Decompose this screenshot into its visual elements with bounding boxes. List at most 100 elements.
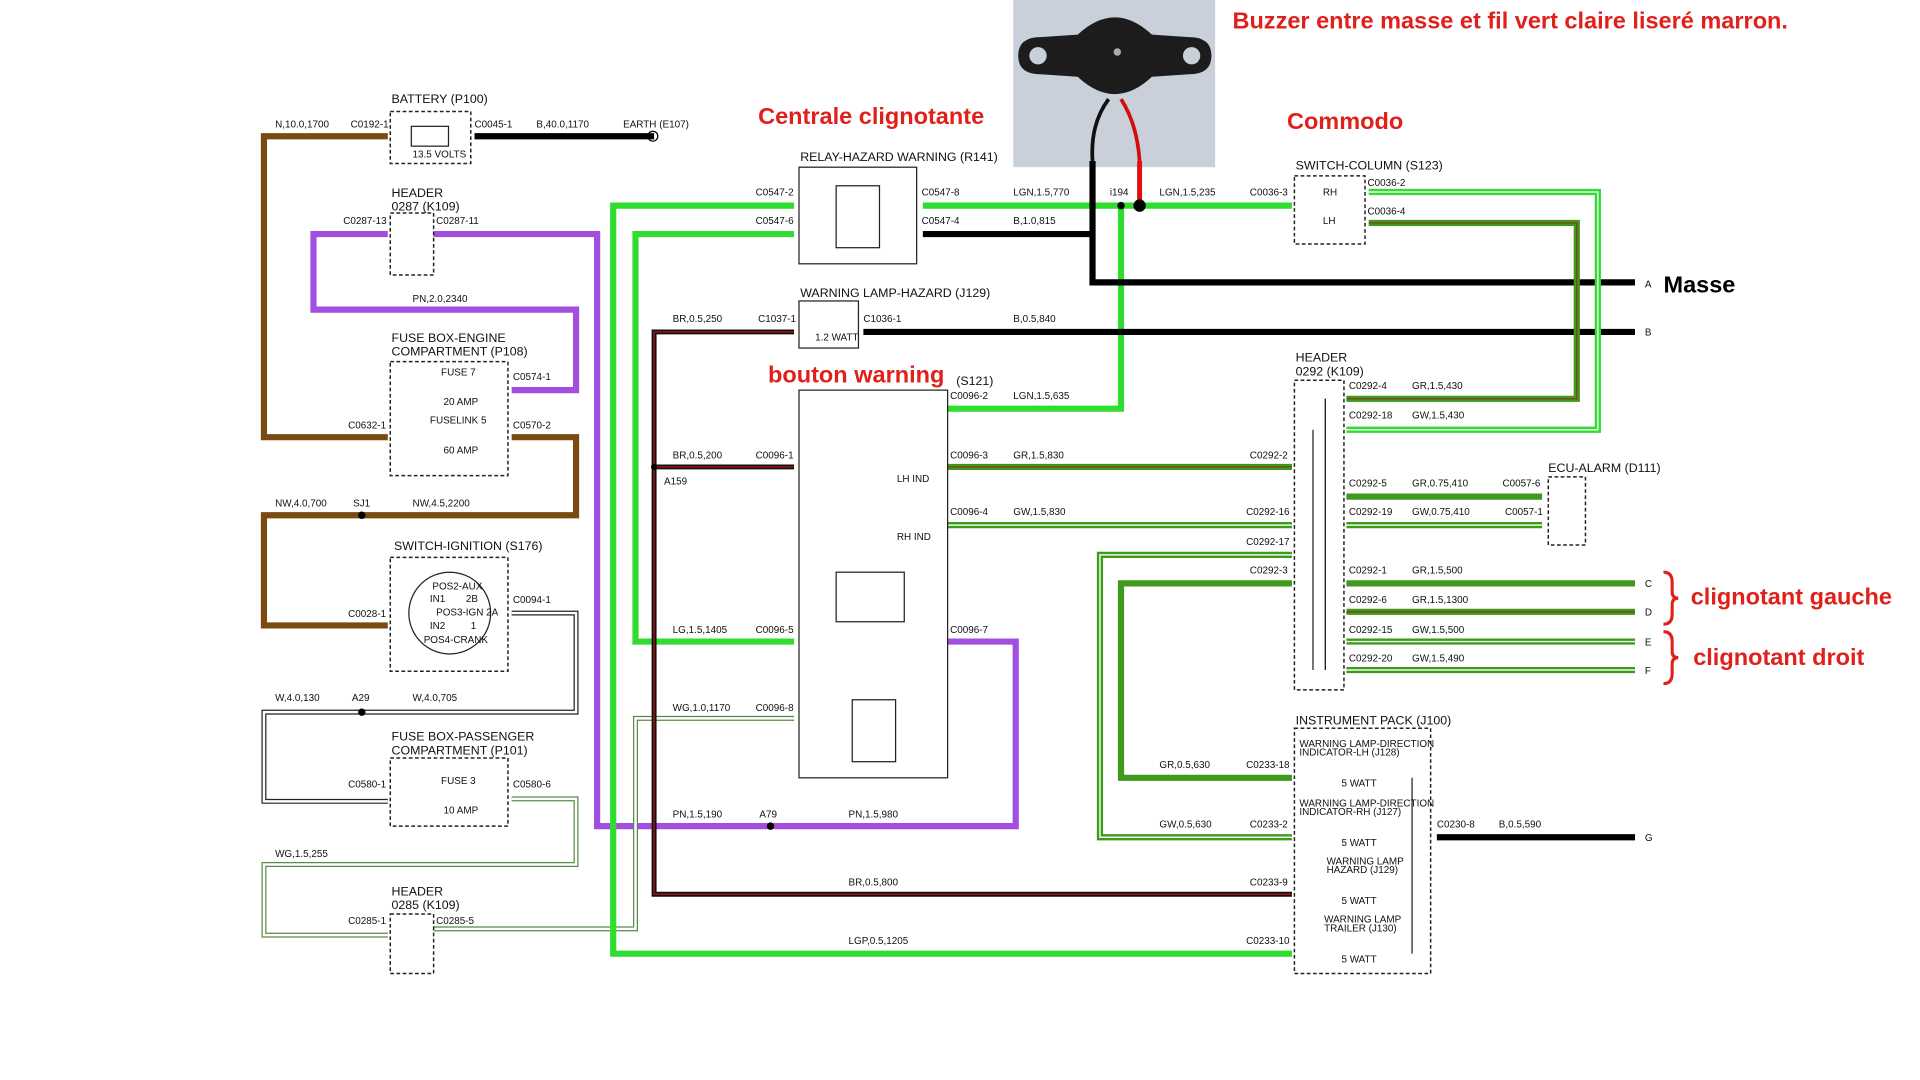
connector-label: C0292-2 xyxy=(1250,450,1288,461)
wire-label: GR,1.5,430 xyxy=(1412,381,1463,392)
wire-label: N,10.0,1700 xyxy=(275,120,329,131)
earth-terminal xyxy=(647,130,659,142)
connector-label: C0036-3 xyxy=(1250,188,1288,199)
connector-label: C0292-3 xyxy=(1250,565,1288,576)
header-0292-title: HEADER xyxy=(1296,351,1348,365)
connector-label: C0292-18 xyxy=(1349,411,1393,422)
ignition-in2: IN2 xyxy=(430,621,445,632)
wire-label: PN,1.5,190 xyxy=(673,809,723,820)
lh-ind-label: LH IND xyxy=(897,474,929,485)
wire-label: GR,1.5,500 xyxy=(1412,565,1463,576)
instrument-pack-box xyxy=(1293,727,1432,975)
splice-i194 xyxy=(1117,201,1125,210)
wire-wg-255-stripe xyxy=(262,797,578,937)
battery-volts: 13.5 VOLTS xyxy=(413,149,467,160)
lamp-watt: 5 WATT xyxy=(1341,838,1376,849)
terminal-e: E xyxy=(1645,637,1652,648)
lamp-trailer-code: TRAILER (J130) xyxy=(1324,923,1397,934)
lamp-watt: 5 WATT xyxy=(1341,954,1376,965)
connector-label: C0292-15 xyxy=(1349,625,1393,636)
wire-label: BR,0.5,200 xyxy=(673,450,723,461)
wire-label: BR,0.5,250 xyxy=(673,314,723,325)
battery-symbol xyxy=(410,125,450,147)
connector-label: C0570-2 xyxy=(513,421,551,432)
header-0287-box xyxy=(389,212,435,276)
connector-label: C0292-1 xyxy=(1349,565,1387,576)
connector-label: C0547-6 xyxy=(756,216,794,227)
relay-hazard-box xyxy=(798,166,918,265)
wire-label: WG,1.0,1170 xyxy=(673,703,731,714)
wire-label: GW,1.5,830 xyxy=(1013,507,1066,518)
fuse-engine-title2: COMPARTMENT (P108) xyxy=(392,344,528,358)
connector-label: C0292-4 xyxy=(1349,381,1387,392)
wire-label: W,4.0,130 xyxy=(275,693,320,704)
wire-gw-630-stripe xyxy=(1099,554,1292,838)
wire-label: GW,1.5,500 xyxy=(1412,625,1465,636)
terminal-a: A xyxy=(1645,279,1652,290)
wire-br-stripe xyxy=(653,331,1292,895)
lamp-watt: 5 WATT xyxy=(1341,778,1376,789)
wire-label: NW,4.0,700 xyxy=(275,499,327,510)
connector-label: C0287-11 xyxy=(436,216,479,227)
relay-title: RELAY-HAZARD WARNING (R141) xyxy=(800,150,998,164)
fuse-7-amp: 20 AMP xyxy=(444,397,479,408)
hazard-switch-box xyxy=(798,389,949,779)
connector-label: C1036-1 xyxy=(863,314,901,325)
hazard-switch-relay xyxy=(851,699,897,763)
splice-label: A79 xyxy=(759,809,777,820)
wire-label: GW,0.75,410 xyxy=(1412,507,1470,518)
buzzer-splice xyxy=(1133,199,1146,212)
wire-label: W,4.0,705 xyxy=(413,693,458,704)
masse-note: Masse xyxy=(1663,271,1735,297)
terminal-c: C xyxy=(1645,579,1652,590)
wire-wg-255 xyxy=(261,796,579,938)
wire-label: B,0.5,590 xyxy=(1499,819,1542,830)
splice-sj1 xyxy=(358,511,366,519)
connector-label: C0036-4 xyxy=(1367,206,1405,217)
wire-br xyxy=(651,329,1292,897)
warning-lamp-box xyxy=(798,300,860,349)
wire-label: GW,1.5,490 xyxy=(1412,653,1465,664)
battery-box xyxy=(389,110,472,165)
switch-column-box xyxy=(1293,175,1366,245)
annotations: Buzzer entre masse et fil vert claire li… xyxy=(758,7,1892,686)
connector-label: C0580-1 xyxy=(348,780,386,791)
splice-label: A29 xyxy=(352,693,370,704)
ignition-title: SWITCH-IGNITION (S176) xyxy=(394,539,543,553)
buzzer-photo xyxy=(1013,0,1216,168)
connector-label: C0233-18 xyxy=(1246,760,1290,771)
terminal-b: B xyxy=(1645,328,1652,339)
battery-title: BATTERY (P100) xyxy=(392,92,488,106)
connector-label: C0292-6 xyxy=(1349,595,1387,606)
centrale-clignotante-note: Centrale clignotante xyxy=(758,103,984,129)
wire-label: LG,1.5,1405 xyxy=(673,625,728,636)
connector-label: C0096-1 xyxy=(756,450,794,461)
clignotant-droit-note: clignotant droit xyxy=(1693,644,1864,670)
fuselink-5-label: FUSELINK 5 xyxy=(430,416,487,427)
warning-lamp-watt: 1.2 WATT xyxy=(815,333,858,344)
ignition-switch-symbol xyxy=(408,571,492,655)
wires xyxy=(260,130,1635,957)
splice-label: i194 xyxy=(1110,188,1129,199)
ignition-2b: 2B xyxy=(466,594,479,605)
connector-label: C0285-5 xyxy=(436,916,474,927)
buzzer-note: Buzzer entre masse et fil vert claire li… xyxy=(1232,7,1788,33)
wire-lg-1405 xyxy=(632,230,795,645)
wire-label: PN,1.5,980 xyxy=(849,809,899,820)
relay-symbol xyxy=(835,185,881,249)
wire-wg-1170-stripe xyxy=(433,717,795,931)
ignition-1: 1 xyxy=(471,621,477,632)
splice-label: SJ1 xyxy=(353,499,371,510)
fuselink-amp: 60 AMP xyxy=(444,445,479,456)
connector-label: C0632-1 xyxy=(348,421,386,432)
wire-lgn-635 xyxy=(947,205,1125,412)
terminal-g: G xyxy=(1645,833,1653,844)
header-0287-title: HEADER xyxy=(392,186,444,200)
header-0285-box xyxy=(389,913,435,975)
switch-ignition-box xyxy=(389,556,509,673)
wire-nw-brown xyxy=(260,434,580,629)
wire-lgp-1205 xyxy=(610,202,1292,957)
wire-label: BR,0.5,800 xyxy=(849,878,899,889)
ignition-in1: IN1 xyxy=(430,594,446,605)
